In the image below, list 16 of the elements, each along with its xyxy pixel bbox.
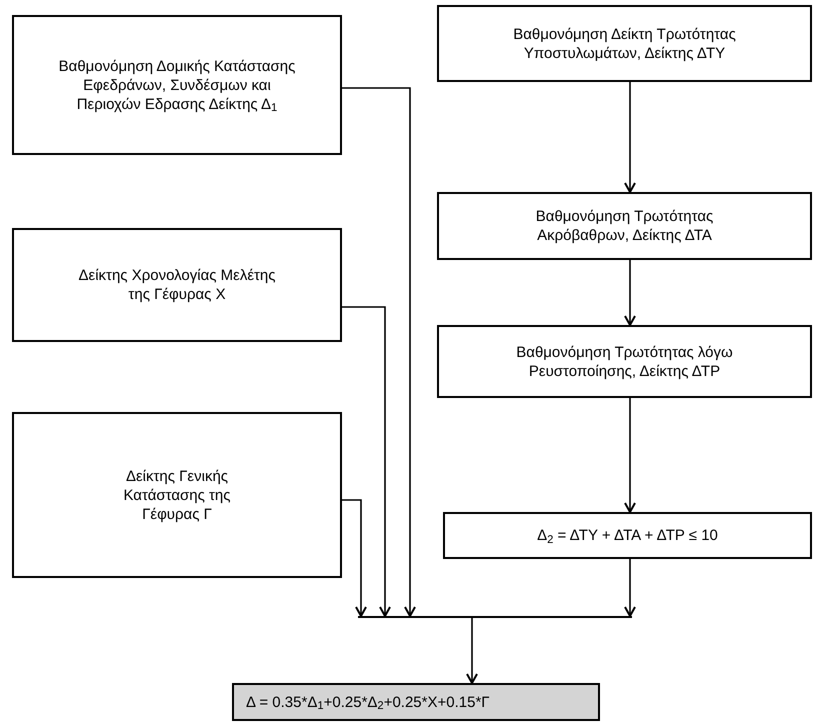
process-box: Δείκτης Γενικής Κατάστασης της Γέφυρας Γ: [12, 412, 342, 578]
formula-box: Δ = 0.35*Δ$_{1}$+0.25*Δ$_{2}$+0.25*Χ+0.15*Γ: [232, 683, 600, 721]
process-box: Δ$_{2}$ = ΔΤΥ + ΔΤΑ + ΔΤΡ ≤ 10: [443, 512, 812, 559]
process-box: Βαθμονόμηση Δομικής Κατάστασης Εφεδράνων, Συνδέσμων και Περιοχών Εδρασης Δείκτης Δ$_{1}$: [12, 15, 342, 155]
arrow: [624, 398, 636, 513]
process-box: Βαθμονόμηση Τρωτότητας λόγω Ρευστοποίησης, Δείκτης ΔΤΡ: [437, 325, 812, 398]
arrow: [342, 87, 416, 617]
arrow: [624, 260, 636, 326]
process-box: Δείκτης Χρονολογίας Μελέτης της Γέφυρας Χ: [12, 228, 342, 342]
arrow: [342, 499, 367, 617]
arrow: [466, 618, 478, 684]
arrow: [624, 82, 636, 193]
arrow: [342, 306, 391, 617]
arrow: [624, 559, 636, 617]
process-box: Βαθμονόμηση Τρωτότητας Ακρόβαθρων, Δείκτης ΔΤΑ: [437, 192, 812, 260]
process-box: Βαθμονόμηση Δείκτη Τρωτότητας Υποστυλωμάτων, Δείκτης ΔΤΥ: [437, 5, 812, 82]
